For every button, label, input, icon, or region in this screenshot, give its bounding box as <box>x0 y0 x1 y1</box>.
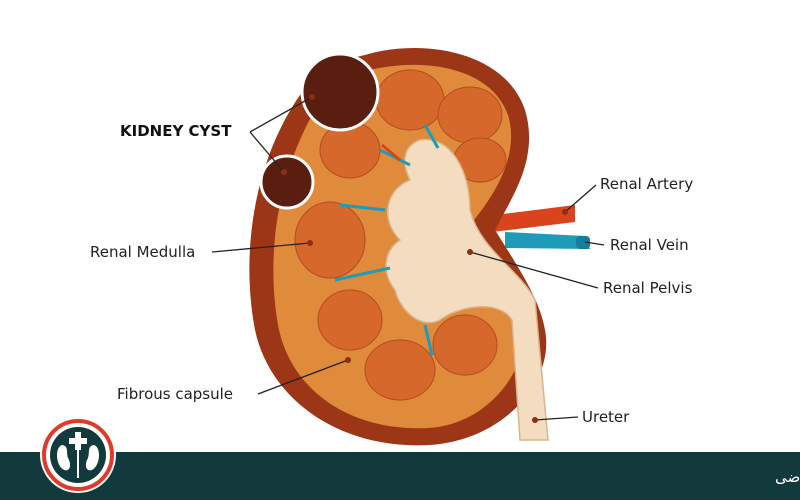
label-kidney-cyst: KIDNEY CYST <box>120 122 232 140</box>
renal-pyramids <box>294 69 507 401</box>
kidney-cyst-large <box>300 52 380 132</box>
label-ureter: Ureter <box>582 408 630 426</box>
label-renal-medulla: Renal Medulla <box>90 243 195 261</box>
renal-vein-vessel <box>505 232 590 249</box>
kidney-cross-logo-icon <box>40 417 116 493</box>
label-renal-vein: Renal Vein <box>610 236 689 254</box>
renal-pelvis-shape <box>385 138 549 441</box>
label-renal-pelvis: Renal Pelvis <box>603 279 693 297</box>
footer-band <box>0 452 800 500</box>
kidney-cyst-small <box>259 154 315 210</box>
label-renal-artery: Renal Artery <box>600 175 693 193</box>
clinic-name: مطب اورولوژی دکتر مهدی قاضی <box>775 468 800 486</box>
renal-small-vessels <box>334 124 440 356</box>
renal-artery-vessel <box>492 205 575 232</box>
leader-lines <box>211 94 605 423</box>
label-fibrous-capsule: Fibrous capsule <box>117 385 233 403</box>
